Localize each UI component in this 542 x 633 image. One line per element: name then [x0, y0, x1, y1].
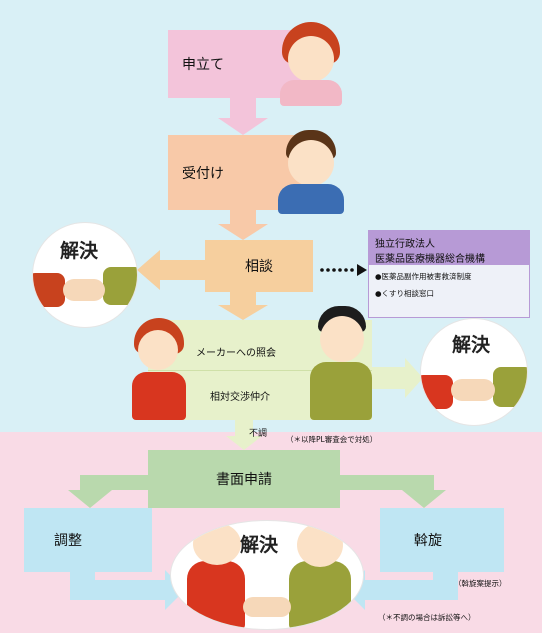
agency-item-relief: ●医薬品副作用被害救済制度	[375, 272, 472, 281]
agency-title: 独立行政法人 医薬品医療機器総合機構	[369, 231, 529, 265]
failed-label: 不調	[249, 429, 268, 439]
arrow-to-center-right	[345, 570, 458, 610]
arrow-right-dotted	[357, 264, 367, 276]
maker-representative-illustration	[306, 306, 376, 420]
agency-box: 独立行政法人 医薬品医療機器総合機構 ●医薬品副作用被害救済制度 ●くすり相談窓…	[368, 230, 530, 318]
resolution-label-right: 解決	[452, 334, 491, 356]
proposal-note: （斡旋案提示）	[454, 579, 507, 588]
resolution-label-left: 解決	[60, 240, 99, 262]
agency-item-drug-consult: ●くすり相談窓口	[375, 289, 435, 298]
written-application-label: 書面申請	[216, 472, 272, 488]
operator-illustration	[272, 128, 348, 214]
step-maker-inquiry-label: メーカーへの照会	[196, 348, 276, 359]
step-petition-label: 申立て	[182, 57, 224, 73]
arrow-branch-left	[68, 475, 148, 508]
arrow-down-4	[226, 420, 262, 450]
step-reception-label: 受付け	[182, 165, 224, 182]
agency-title-line1: 独立行政法人	[375, 239, 435, 250]
resolution-circle-center	[170, 520, 364, 630]
written-application: 書面申請	[148, 450, 340, 508]
arrow-right-1	[372, 358, 423, 398]
mediation-label: 調整	[54, 533, 82, 549]
resolution-circle-left	[32, 222, 138, 328]
arrow-down-1	[218, 98, 268, 135]
arrow-branch-right	[340, 475, 446, 508]
pl-review-note: （＊以降PL審査会で対処）	[286, 435, 378, 444]
step-consultation-label: 相談	[245, 259, 273, 275]
resolution-circle-right	[420, 318, 528, 426]
woman-illustration-2	[128, 318, 188, 420]
arrow-left-1	[137, 250, 205, 290]
arbitration-label: 斡旋	[414, 533, 442, 549]
arrow-down-3	[218, 292, 268, 320]
woman-illustration	[276, 22, 346, 106]
arrow-to-center-left	[70, 570, 185, 610]
arbitration-box: 斡旋	[380, 508, 504, 572]
litigation-note: （＊不調の場合は訴訟等へ）	[378, 613, 476, 622]
step-negotiation-label: 相対交渉仲介	[210, 392, 270, 403]
arrow-down-2	[218, 210, 268, 240]
agency-title-line2: 医薬品医療機器総合機構	[375, 254, 485, 265]
step-consultation: 相談	[205, 240, 313, 292]
resolution-label-center: 解決	[240, 534, 279, 556]
mediation-box: 調整	[24, 508, 152, 572]
